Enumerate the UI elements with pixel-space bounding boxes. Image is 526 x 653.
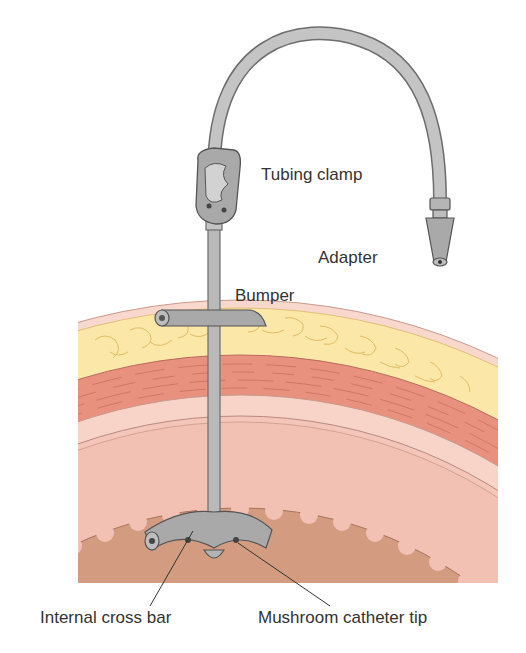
part-label: Mushroom catheter tip (258, 608, 427, 628)
part-label: Adapter (318, 248, 378, 268)
external-tube (214, 33, 440, 200)
part-label: Bumper (235, 286, 295, 306)
tissue-layers (78, 300, 498, 583)
leader-line (238, 543, 330, 606)
bumper-symbol (155, 310, 266, 326)
rugae (78, 500, 498, 583)
clamp-symbol (196, 148, 240, 230)
leader-line (150, 531, 193, 606)
cross-bar-symbol (145, 511, 272, 558)
catheter-tube (208, 225, 220, 515)
part-label: Tubing clamp (261, 165, 362, 185)
part-label: Internal cross bar (40, 608, 171, 628)
adapter-symbol (426, 198, 454, 266)
